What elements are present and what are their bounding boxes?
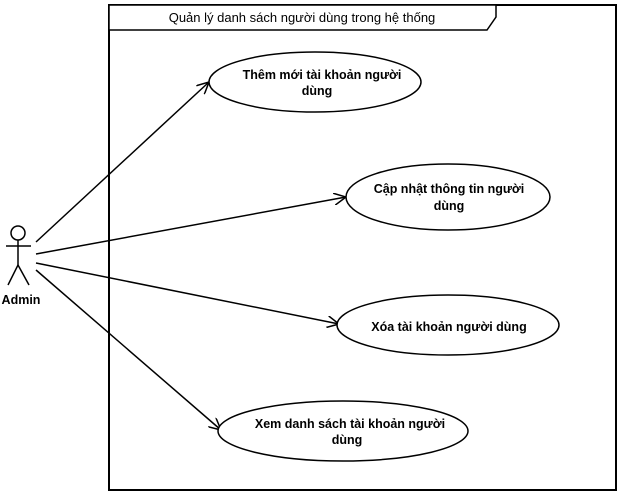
actor-label: Admin — [2, 293, 41, 307]
use-case-delete-user-line1: Xóa tài khoản người dùng — [371, 320, 526, 334]
use-case-list-users-line2: dùng — [332, 433, 363, 447]
association-delete-user — [35, 262, 339, 324]
system-title-tab — [108, 4, 497, 31]
use-case-add-user-line1: Thêm mới tài khoản người — [243, 68, 402, 82]
association-add-user — [35, 82, 209, 243]
system-title: Quản lý danh sách người dùng trong hệ th… — [169, 10, 436, 25]
associations — [35, 82, 346, 430]
use-case-update-user: Cập nhật thông tin người dùng — [345, 163, 551, 231]
association-list-users — [35, 269, 221, 430]
actor-head — [10, 225, 26, 241]
use-case-add-user: Thêm mới tài khoản người dùng — [208, 51, 422, 113]
use-case-update-user-line1: Cập nhật thông tin người — [374, 182, 525, 196]
actor-right-leg — [17, 264, 30, 286]
use-case-delete-user: Xóa tài khoản người dùng — [336, 294, 560, 356]
actor-admin — [6, 225, 31, 286]
actor-left-leg — [7, 264, 19, 286]
use-case-list-users: Xem danh sách tài khoản người dùng — [217, 400, 469, 462]
use-case-list-users-line1: Xem danh sách tài khoản người — [255, 417, 445, 431]
association-update-user — [35, 197, 346, 255]
use-case-add-user-line2: dùng — [302, 84, 333, 98]
use-case-update-user-line2: dùng — [434, 199, 465, 213]
